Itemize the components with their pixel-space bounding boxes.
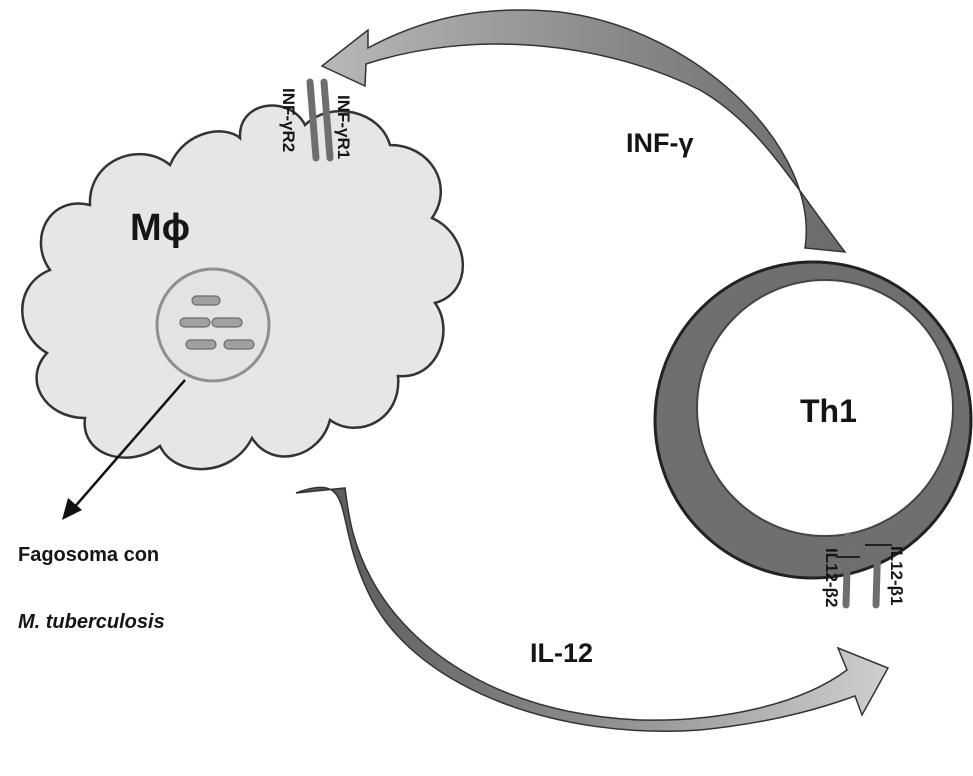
il12-b2-receptor — [842, 532, 852, 609]
th1-label: Th1 — [800, 393, 857, 429]
macrophage-label: Mϕ — [130, 207, 190, 249]
il12-b1-receptor — [872, 532, 882, 609]
il12-b2-label: IL12-β2 — [822, 548, 841, 608]
bacterium — [223, 339, 255, 350]
phagosome-label-line2: M. tuberculosis — [18, 611, 165, 633]
bacterium — [191, 295, 221, 306]
inf-gamma-r2-receptor — [306, 78, 320, 162]
bacterium — [179, 317, 211, 328]
bacterium — [185, 339, 217, 350]
bacterium — [211, 317, 243, 328]
inf-gamma-arrow — [320, 9, 847, 253]
il12-b1-label: IL12-β1 — [887, 546, 906, 606]
phagosome-pointer-line — [71, 379, 186, 511]
il12-arrow — [295, 486, 890, 732]
th1-nucleus — [696, 279, 954, 537]
inf-gamma-r1-label: INF-γR1 — [334, 95, 353, 159]
phagosome-pointer-head — [62, 498, 82, 520]
inf-gamma-label: INF-γ — [626, 128, 694, 158]
inf-gamma-r2-label: INF-γR2 — [279, 88, 298, 152]
inf-gamma-r1-receptor — [320, 78, 334, 162]
il12-label: IL-12 — [530, 638, 593, 668]
phagosome-label-line1: Fagosoma con — [18, 544, 159, 566]
